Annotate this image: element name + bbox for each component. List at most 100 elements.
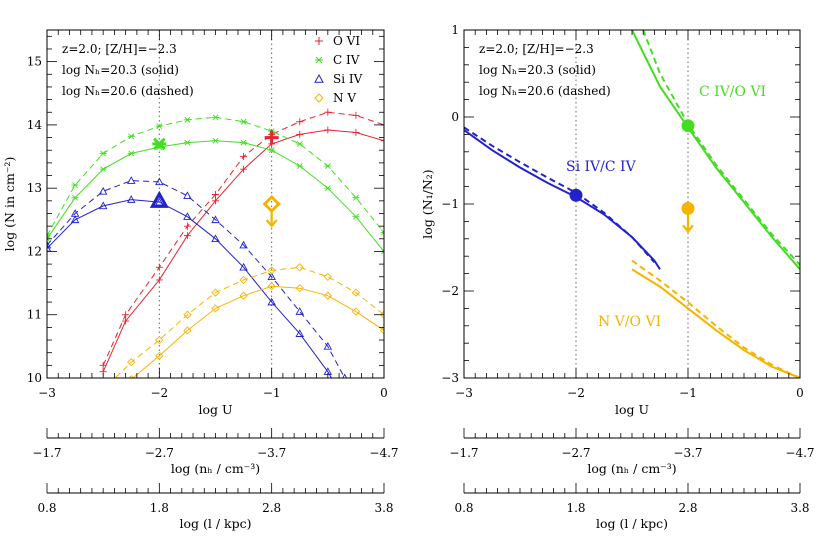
series-point	[239, 275, 248, 285]
series-point	[295, 329, 305, 337]
series-line-dashed	[631, 259, 800, 378]
series-point	[267, 297, 276, 306]
series-point	[351, 307, 361, 316]
series-point	[183, 212, 192, 220]
series-point	[155, 123, 163, 130]
series-point	[127, 133, 135, 140]
series-point	[98, 186, 108, 195]
series-point	[324, 108, 332, 116]
series-point	[211, 215, 220, 224]
observed-point	[149, 190, 169, 208]
secondary-axis-label: log (nₕ / cm⁻³)	[171, 461, 260, 476]
secondary-axis-tick-label: 1.8	[150, 501, 169, 515]
secondary-axis-tick-label: 2.8	[262, 501, 281, 515]
series-point	[71, 194, 79, 201]
series-point	[211, 234, 220, 243]
series-line-dashed	[464, 126, 656, 263]
series-point	[324, 126, 332, 134]
secondary-axis-tick-label: 0.8	[37, 501, 56, 515]
series-point	[155, 351, 164, 360]
annotation-text: log Nₕ=20.6 (dashed)	[479, 84, 611, 98]
secondary-axis-tick-label: 3.8	[374, 501, 393, 515]
x-tick-label: −1	[679, 386, 697, 400]
secondary-axis-tick-label: −3.7	[257, 446, 286, 460]
legend-label: N V	[333, 91, 356, 105]
series-point	[267, 272, 276, 281]
legend-label: O VI	[333, 34, 360, 48]
series-point	[127, 150, 135, 157]
upper-limit-arrow	[682, 212, 694, 234]
secondary-axis-tick-label: −4.7	[369, 446, 398, 460]
x-tick-label: −2	[567, 386, 585, 400]
series-point	[239, 240, 248, 249]
x-axis-label: log U	[198, 402, 232, 417]
observed-point	[262, 194, 281, 214]
annotation-text: log Nₕ=20.3 (solid)	[479, 63, 596, 77]
series-point	[212, 191, 219, 199]
series-point	[47, 240, 52, 249]
series-line-solid	[47, 199, 333, 378]
series-point	[183, 139, 191, 146]
series-point	[240, 118, 248, 125]
secondary-axis-label: log (nₕ / cm⁻³)	[587, 461, 676, 476]
series-point	[268, 147, 276, 154]
observed-point	[681, 119, 695, 133]
series-point	[211, 304, 220, 313]
series-point	[296, 140, 304, 147]
series-point	[323, 291, 332, 300]
annotation-text: z=2.0; [Z/H]=−2.3	[62, 42, 177, 56]
series-point	[323, 272, 332, 281]
secondary-axis-tick-label: −2.7	[561, 446, 590, 460]
series-point	[380, 229, 384, 236]
y-axis-label: log (N in cm⁻²)	[2, 157, 17, 252]
y-tick-label: 14	[27, 118, 43, 132]
series-point	[351, 288, 361, 297]
series-point	[155, 335, 164, 345]
series-point	[122, 317, 130, 325]
series-point	[240, 165, 248, 173]
series-point	[99, 166, 107, 173]
secondary-axis-tick-label: 2.8	[678, 501, 697, 515]
observed-point	[152, 137, 167, 151]
series-point	[240, 153, 248, 161]
x-axis-label: log U	[615, 402, 649, 417]
legend-label: Si IV	[333, 72, 363, 86]
plot-area	[47, 108, 384, 393]
series-line-dashed	[47, 116, 384, 236]
secondary-axis-label: log (l / kpc)	[596, 516, 668, 531]
series-point	[380, 137, 384, 145]
legend-label: C IV	[333, 53, 360, 67]
series-line-solid	[631, 30, 800, 270]
series-point	[183, 191, 192, 200]
series-point	[352, 194, 360, 201]
series-point	[296, 118, 304, 126]
x-tick-label: 0	[380, 386, 388, 400]
y-tick-label: 13	[27, 181, 42, 195]
series-point	[267, 282, 276, 291]
series-point	[183, 232, 191, 240]
series-label: N V/O VI	[598, 314, 661, 330]
series-point	[352, 129, 360, 137]
legend-marker	[315, 37, 323, 45]
y-tick-label: −1	[441, 197, 459, 211]
series-line-solid	[464, 129, 661, 270]
observed-point	[681, 201, 695, 215]
annotation-text: log Nₕ=20.6 (dashed)	[62, 84, 194, 98]
secondary-axis-label: log (l / kpc)	[180, 516, 252, 531]
series-point	[183, 116, 191, 123]
x-tick-label: −2	[150, 386, 168, 400]
series-point	[183, 326, 192, 335]
series-point	[324, 185, 332, 192]
series-line-solid	[631, 268, 800, 378]
legend-marker	[314, 93, 324, 103]
series-line-dashed	[642, 30, 800, 266]
series-point	[239, 262, 248, 271]
series-point	[336, 387, 343, 393]
series-point	[70, 209, 80, 217]
series-point	[240, 139, 248, 146]
annotation-text: log Nₕ=20.3 (solid)	[62, 63, 179, 77]
series-point	[126, 176, 136, 184]
series-point	[155, 276, 163, 284]
